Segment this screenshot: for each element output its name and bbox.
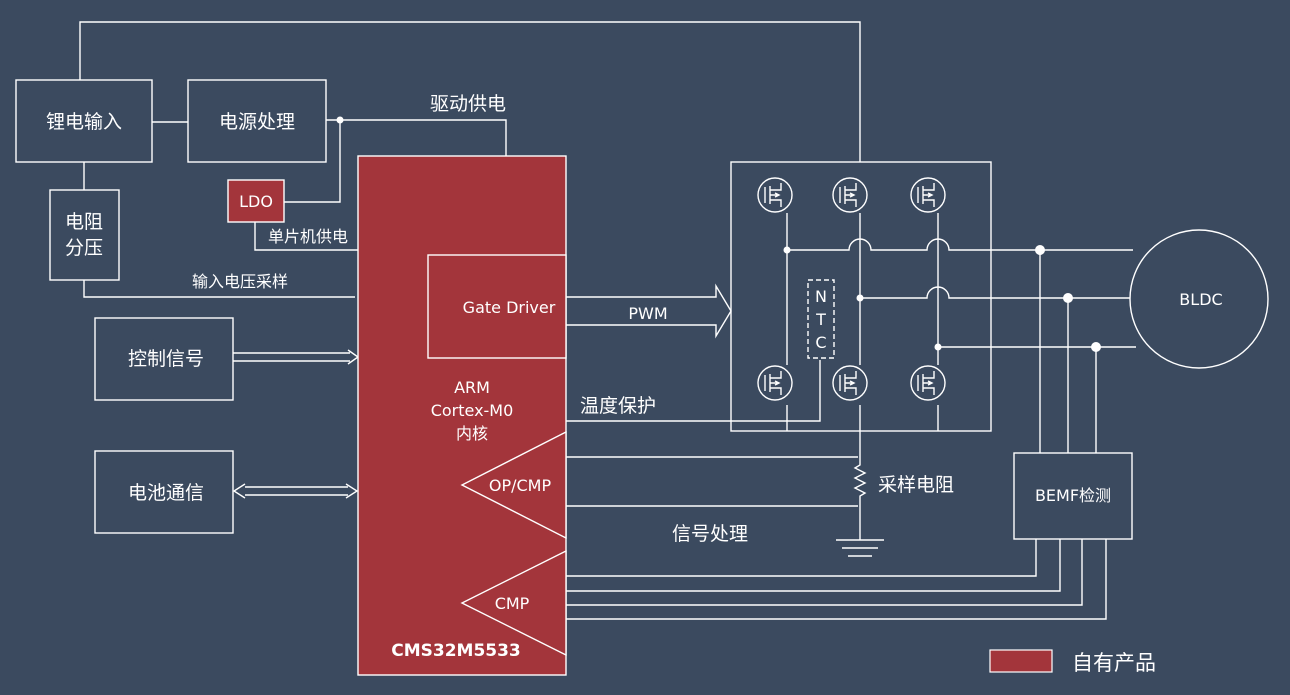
cmp-triangle xyxy=(460,549,567,657)
mosfet-icon xyxy=(832,177,868,213)
resistor-divider-block: 电阻 分压 xyxy=(49,189,120,281)
legend-label: 自有产品 xyxy=(1072,651,1156,675)
bldc-motor: BLDC xyxy=(1129,229,1269,369)
bldc-label: BLDC xyxy=(1179,290,1222,309)
mosfet-icon xyxy=(832,365,868,401)
sense-circuit xyxy=(566,431,884,557)
mosfet-bridge: N T C xyxy=(730,161,1136,432)
junction-dot xyxy=(783,246,791,254)
ntc-thermistor xyxy=(807,279,835,359)
junction-dot xyxy=(336,116,344,124)
op-cmp-triangle xyxy=(460,430,567,540)
sense-resistor-label: 采样电阻 xyxy=(878,474,954,496)
li-battery-input-label: 锂电输入 xyxy=(46,111,122,133)
battery-comm-label: 电池通信 xyxy=(128,482,204,504)
ldo-block: LDO xyxy=(227,179,285,223)
control-signal-block: 控制信号 xyxy=(94,317,234,401)
core-label-line1: ARM xyxy=(454,378,490,397)
power-processing-block: 电源处理 xyxy=(187,79,327,163)
junction-dot xyxy=(1063,293,1073,303)
chip-name-label: CMS32M5533 xyxy=(391,641,521,661)
mosfet-icon xyxy=(757,365,793,401)
battery-comm-arrow xyxy=(232,483,359,499)
battery-comm-block: 电池通信 xyxy=(94,450,234,534)
bemf-tap-wires xyxy=(1039,250,1097,453)
ntc-letter-n: N xyxy=(815,287,827,306)
divider-label-line1: 电阻 xyxy=(65,211,103,233)
ldo-label: LDO xyxy=(239,192,273,211)
wires-left xyxy=(79,21,861,298)
mosfet-icon xyxy=(910,177,946,213)
legend-swatch xyxy=(989,649,1053,673)
power-processing-label: 电源处理 xyxy=(219,111,295,133)
li-battery-input-block: 锂电输入 xyxy=(15,79,153,163)
junction-dot xyxy=(1091,342,1101,352)
junction-dot xyxy=(1035,245,1045,255)
junction-dot xyxy=(856,294,864,302)
input-voltage-sample-label: 输入电压采样 xyxy=(192,272,288,291)
core-label-line3: 内核 xyxy=(456,424,488,443)
mcu-supply-label: 单片机供电 xyxy=(268,227,348,246)
gate-driver-label: Gate Driver xyxy=(463,298,556,317)
cmp-label: CMP xyxy=(495,594,530,613)
bemf-detect-block: BEMF检测 xyxy=(1013,452,1133,540)
core-label-line2: Cortex-M0 xyxy=(431,401,514,420)
signal-processing-label: 信号处理 xyxy=(672,523,748,545)
temp-protect-label: 温度保护 xyxy=(580,395,656,417)
mosfet-icon xyxy=(757,177,793,213)
control-signal-label: 控制信号 xyxy=(128,348,204,370)
gate-driver-block xyxy=(427,254,567,359)
junction-dot xyxy=(934,343,942,351)
drive-supply-label: 驱动供电 xyxy=(430,93,506,115)
mcu-chip: Gate Driver ARM Cortex-M0 内核 OP/CMP CMP … xyxy=(357,155,567,676)
mosfet-icon xyxy=(910,365,946,401)
temp-protect-wire xyxy=(566,360,821,422)
bemf-to-cmp-wires xyxy=(566,539,1107,620)
bemf-label: BEMF检测 xyxy=(1035,486,1111,505)
divider-label-line2: 分压 xyxy=(65,237,103,259)
op-cmp-label: OP/CMP xyxy=(489,476,552,495)
ntc-letter-c: C xyxy=(815,333,826,352)
ntc-letter-t: T xyxy=(815,310,826,329)
pwm-label: PWM xyxy=(628,304,667,323)
legend: 自有产品 xyxy=(989,649,1156,675)
control-arrow xyxy=(233,349,360,365)
